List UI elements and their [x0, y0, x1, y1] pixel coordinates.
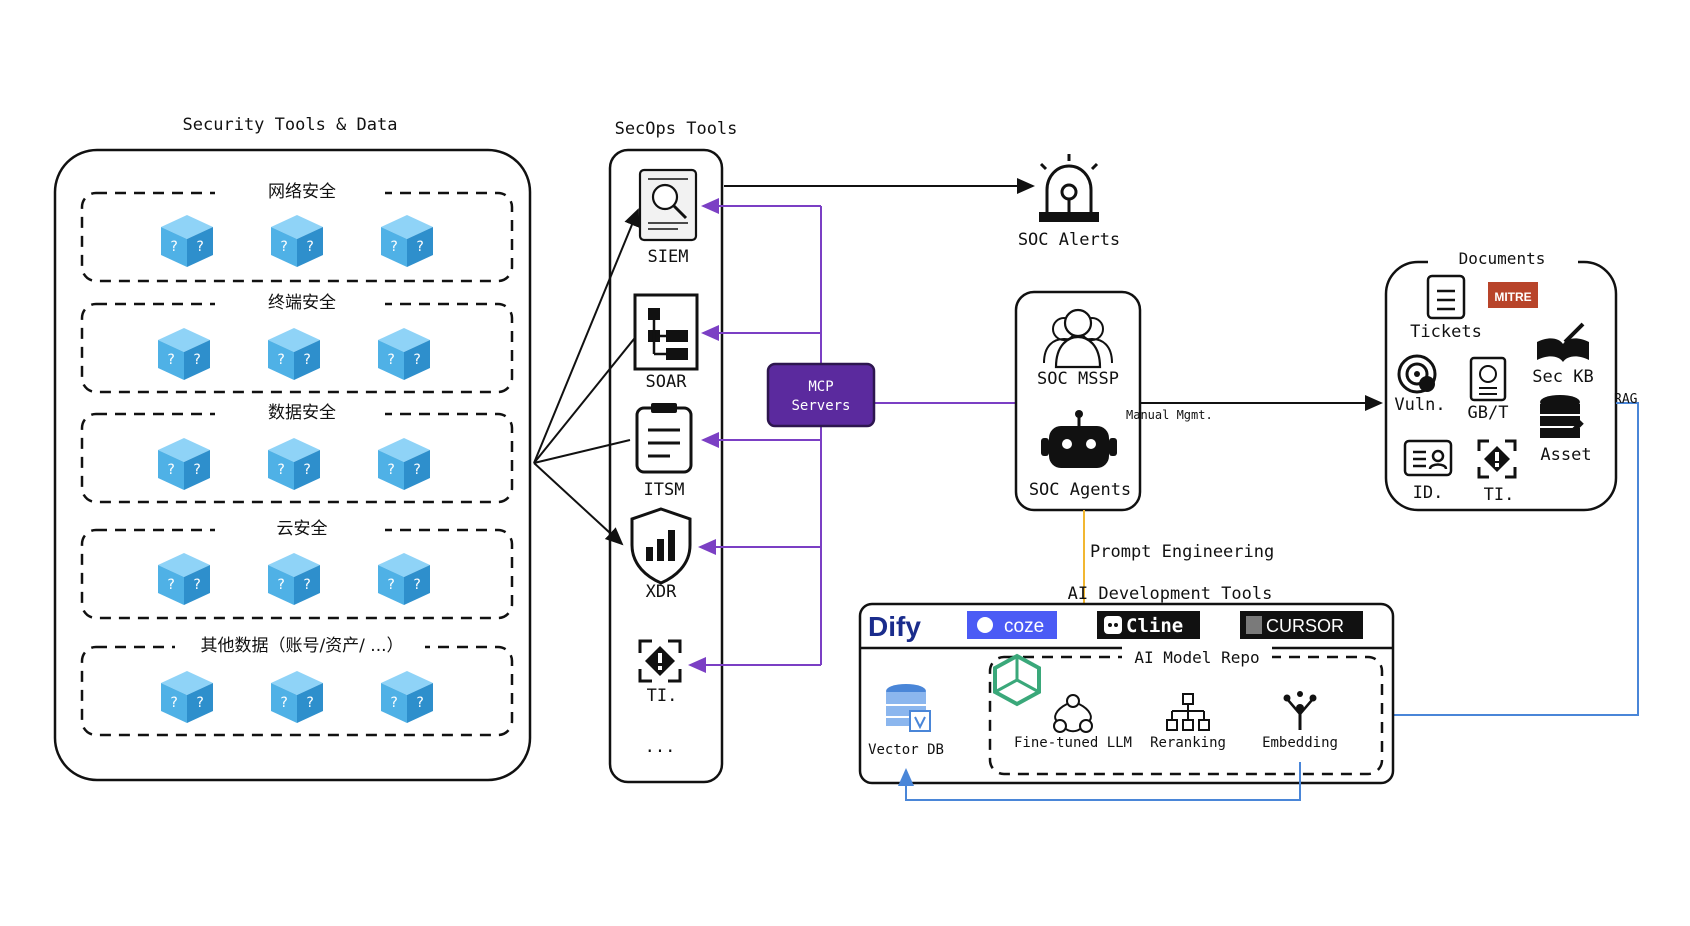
tool-cube-icon: [271, 215, 323, 267]
reranking-hierarchy-icon: [1166, 693, 1210, 731]
group-label-cloud: 云安全: [277, 519, 328, 539]
tool-cube-icon: [378, 328, 430, 380]
mcp-servers-node: MCP Servers: [766, 362, 876, 428]
tool-cube-icon: [268, 328, 320, 380]
vuln-radar-icon: [1397, 354, 1437, 394]
embedding-to-vectordb-arrow: [898, 762, 1301, 801]
xdr-icon: [630, 507, 692, 585]
seckb-label: Sec KB: [1532, 367, 1593, 387]
prompt-engineering-label: Prompt Engineering: [1090, 542, 1274, 562]
embedding-icon: [1283, 691, 1317, 730]
mcp-connections: [688, 198, 1016, 673]
security-tools-title: Security Tools & Data: [183, 115, 398, 135]
group-label-other: 其他数据（账号/资产/ ...）: [200, 636, 403, 656]
manual-mgmt-label: Manual Mgmt.: [1126, 408, 1213, 422]
tool-cube-icon: [271, 671, 323, 723]
tool-label-siem: SIEM: [648, 247, 689, 267]
mcp-label-line2: Servers: [791, 398, 850, 414]
group-data: 数据安全: [80, 403, 514, 504]
tool-cube-icon: [381, 215, 433, 267]
group-network: 网络安全: [80, 182, 514, 283]
data-flow-arrows: [533, 208, 640, 546]
soc-agents-label: SOC Agents: [1029, 480, 1131, 500]
tool-label-xdr: XDR: [646, 582, 677, 602]
gbt-label: GB/T: [1468, 403, 1509, 423]
mcp-label-line1: MCP: [808, 379, 833, 395]
group-endpoint: 终端安全: [80, 293, 514, 394]
secops-more: ...: [645, 737, 676, 757]
vector-db-label: Vector DB: [868, 742, 944, 758]
soar-icon: [633, 293, 699, 371]
tool-cube-icon: [161, 671, 213, 723]
group-label-network: 网络安全: [268, 182, 336, 202]
asset-database-icon: [1540, 395, 1584, 438]
seckb-book-icon: [1537, 322, 1589, 362]
tool-cube-icon: [158, 553, 210, 605]
tool-cube-icon: [378, 438, 430, 490]
cline-label: Cline: [1126, 615, 1183, 637]
soc-mssp-label: SOC MSSP: [1037, 369, 1119, 389]
id-card-icon: [1403, 439, 1453, 477]
coze-label: coze: [1004, 616, 1044, 637]
soc-alerts-icon: [1039, 154, 1099, 222]
tool-cube-icon: [268, 438, 320, 490]
documents-panel: Documents Tickets MITRE Sec KB Vuln.: [1384, 248, 1618, 512]
gbt-certificate-icon: [1469, 356, 1507, 402]
mitre-label: MITRE: [1494, 290, 1531, 304]
tool-cube-icon: [158, 438, 210, 490]
security-tools-panel: Security Tools & Data 网络安全 终端安全 数据安全: [53, 115, 532, 782]
tool-cube-icon: [378, 553, 430, 605]
tickets-label: Tickets: [1410, 322, 1482, 342]
vector-db-icon: [886, 684, 931, 732]
tool-label-soar: SOAR: [646, 372, 688, 392]
cursor-label: CURSOR: [1266, 616, 1344, 636]
group-other: 其他数据（账号/资产/ ...）: [80, 634, 514, 737]
cline-logo: Cline: [1097, 611, 1200, 639]
tool-label-ti: TI.: [647, 686, 678, 706]
fine-tuned-llm-icon: [1053, 694, 1093, 733]
cursor-logo: CURSOR: [1240, 611, 1363, 639]
soc-node: SOC MSSP SOC Agents: [1014, 290, 1142, 512]
ai-tools-title: AI Development Tools: [1068, 584, 1273, 604]
rag-connection: RAG: [1331, 392, 1639, 723]
robot-agent-icon: [1041, 410, 1117, 468]
mitre-logo: MITRE: [1488, 282, 1538, 308]
tool-cube-icon: [161, 215, 213, 267]
ti-doc-label: TI.: [1484, 485, 1515, 505]
group-cloud: 云安全: [80, 519, 514, 620]
tickets-icon: [1426, 274, 1466, 320]
tool-cube-icon: [381, 671, 433, 723]
siem-icon: [638, 168, 698, 242]
ti-doc-icon: [1477, 439, 1517, 479]
group-label-endpoint: 终端安全: [268, 293, 336, 313]
fine-tuned-llm-label: Fine-tuned LLM: [1014, 735, 1132, 751]
asset-label: Asset: [1540, 445, 1591, 465]
tool-cube-icon: [158, 328, 210, 380]
id-label: ID.: [1413, 483, 1444, 503]
embedding-label: Embedding: [1262, 735, 1338, 751]
coze-logo: coze: [967, 611, 1057, 639]
secops-title: SecOps Tools: [615, 119, 738, 139]
model-repo-title: AI Model Repo: [1134, 648, 1259, 667]
vuln-label: Vuln.: [1394, 395, 1445, 415]
model-cube-icon: [993, 653, 1041, 707]
ai-tools-panel: AI Development Tools Dify coze Cline CUR…: [858, 584, 1395, 785]
threat-intel-icon: [638, 639, 682, 683]
group-label-data: 数据安全: [268, 403, 336, 423]
documents-title: Documents: [1459, 249, 1546, 268]
rag-label: RAG: [1614, 392, 1638, 407]
soc-alerts-label: SOC Alerts: [1018, 230, 1120, 250]
mssp-people-icon: [1043, 308, 1113, 369]
tool-cube-icon: [268, 553, 320, 605]
dify-logo: Dify: [868, 611, 921, 642]
itsm-icon: [635, 403, 693, 474]
tool-label-itsm: ITSM: [644, 480, 685, 500]
reranking-label: Reranking: [1150, 735, 1226, 751]
secops-panel: SecOps Tools SIEM SOAR: [608, 119, 738, 784]
